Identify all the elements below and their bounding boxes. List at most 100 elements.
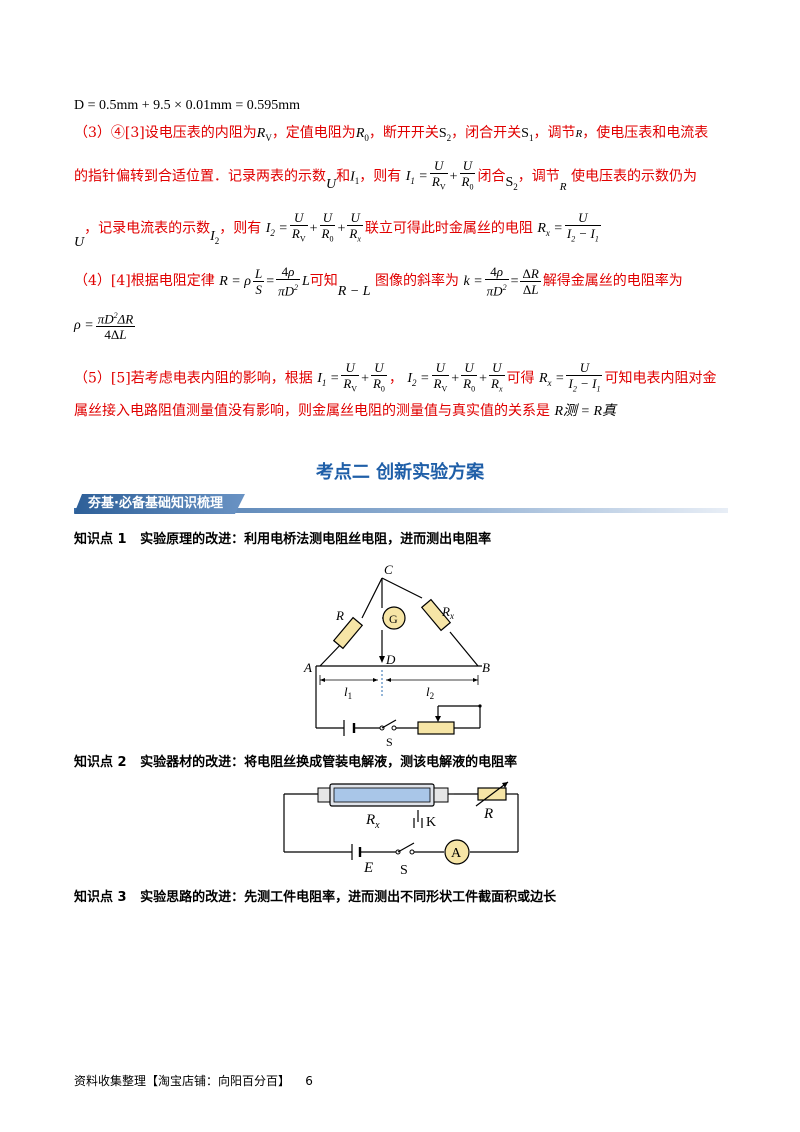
electrolyte-fluid [333,787,431,803]
step4-text: （4）[4]根据电阻定律 [74,273,215,290]
eq-rx: Rx = [537,221,563,239]
eq-i2: I2 = [407,371,430,389]
banner-label: 夯基·必备基础知识梳理 [74,494,245,514]
section-banner: 夯基·必备基础知识梳理 [74,494,728,516]
label-g: G [389,612,398,626]
step5-text: 可知电表内阻对金 [604,370,717,387]
step5-line2: 属丝接入电路阻值测量值没有影响，则金属丝电阻的测量值与真实值的关系是 R测 = … [74,402,616,421]
probe-arrow-icon [379,656,385,663]
section-title-text: 考点二 创新实验方案 [315,462,485,483]
step3-text: 的指针偏转到合适位置．记录两表的示数 [74,168,326,185]
knowledge-point-1: 知识点 1 实验原理的改进：利用电桥法测电阻丝电阻，进而测出电阻率 [74,528,491,547]
tube-left-cap [317,787,331,803]
label-rx: Rx [441,604,454,621]
label-rx-main: R [441,604,450,619]
label-a: A [451,846,462,861]
step3-text: ，调节 [533,125,576,141]
r-l-symbol: R − L [337,284,371,300]
rheostat-arrow-icon [475,781,509,807]
kp-text: 实验思路的改进：先测工件电阻率，进而测出不同形状工件截面积或边长 [140,890,557,905]
step3-line1: （3）④[3]设电压表的内阻为RV，定值电阻为R0，断开开关S2，闭合开关S1，… [74,124,708,147]
kp-text: 实验原理的改进：利用电桥法测电阻丝电阻，进而测出电阻率 [140,532,492,547]
label-r: R [483,806,493,822]
footer-text: 资料收集整理【淘宝店铺：向阳百分百】 [74,1074,291,1088]
wire-rx-b [449,631,479,667]
eq-rx: Rx = [538,371,565,389]
s2-symbol: S [438,126,447,141]
step4-text: 可知 [309,273,338,290]
wire-r-c [361,577,383,619]
ammeter [444,839,470,865]
step5-text: （5）[5]若考虑电表内阻的影响，根据 [74,370,313,387]
label-l1-sub: 1 [348,691,353,701]
section-title: 考点二 创新实验方案 [0,458,800,484]
label-rx: Rx [365,812,380,831]
banner-bar [74,508,728,513]
label-r: R [335,608,344,623]
label-l2: l2 [426,684,434,701]
i2-symbol: I [210,229,215,245]
resistor-r [332,616,364,650]
label-b: B [482,660,490,675]
page-footer: 资料收集整理【淘宝店铺：向阳百分百】 6 [74,1072,313,1089]
step4-text: 解得金属丝的电阻率为 [542,273,683,290]
step3-text: 使电压表的示数仍为 [570,168,697,185]
rheostat-arrow-icon [435,716,441,722]
eq-i2: I2 = [265,221,288,239]
step3-text: ，使电压表和电流表 [582,125,709,141]
step3-text: ，记录电流表的示数 [84,220,211,237]
s1-symbol: S [521,126,529,141]
label-c: C [384,562,393,577]
rv-symbol: R [256,126,266,141]
electrolyte-circuit-diagram: Rx K R E S A [283,781,519,878]
s2-sub: 2 [446,132,452,143]
step5-text: 可得 [506,370,535,387]
kp-text: 实验器材的改进：将电阻丝换成管装电解液，测该电解液的电阻率 [140,755,518,770]
label-rx-main: R [365,812,375,828]
label-l2-main: l [426,684,430,699]
page-number: 6 [305,1074,313,1088]
knowledge-point-2: 知识点 2 实验器材的改进：将电阻丝换成管装电解液，测该电解液的电阻率 [74,751,517,770]
label-s: S [400,863,408,878]
u-symbol: U [74,235,85,251]
switch-blade [397,842,415,853]
label-l2-sub: 2 [430,691,435,701]
step3-text: 闭合 [477,168,506,185]
step3-text: ，闭合开关 [451,125,522,141]
bridge-circuit-diagram: C R G Rx A D B l1 l2 S [303,562,490,749]
rheostat [417,721,455,735]
label-rx-sub: x [374,820,380,831]
label-k: K [426,815,436,830]
step5-text: 属丝接入电路阻值测量值没有影响，则金属丝电阻的测量值与真实值的关系是 [74,403,550,419]
kp-label: 知识点 3 [74,890,127,905]
formula-d: D = 0.5mm + 9.5 × 0.01mm = 0.595mm [74,96,300,115]
step3-text: ，定值电阻为 [271,125,356,141]
step4-text: 图像的斜率为 [375,273,460,290]
step3-text: ，调节 [517,168,560,185]
relation-text: R测 = R真 [554,404,617,419]
label-a: A [303,660,312,675]
step3-text: ，则有 [219,220,262,237]
s1-sub: 1 [528,132,534,143]
wire-c-rx [381,577,423,599]
step3-text: 联立可得此时金属丝的电阻 [364,220,533,237]
step3-text: ，断开开关 [368,125,439,141]
kp-label: 知识点 1 [74,532,127,547]
rv-sub: V [265,132,272,143]
resistor-rx [420,598,452,632]
